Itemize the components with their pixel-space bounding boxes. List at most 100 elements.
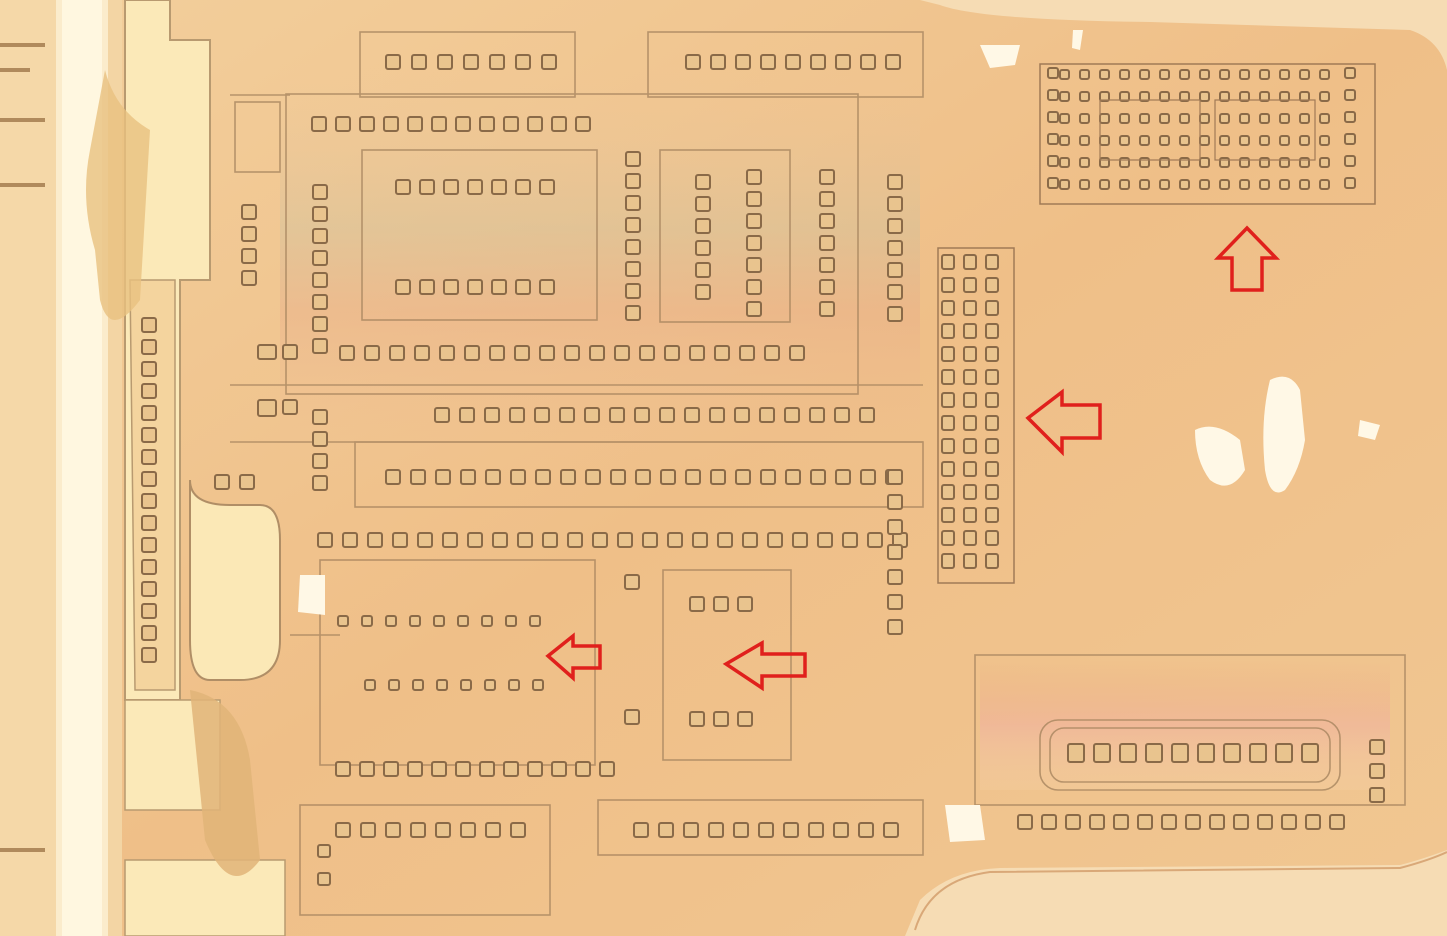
contact-pad: [214, 474, 230, 490]
contact-pad: [1299, 113, 1310, 124]
contact-pad: [1219, 91, 1230, 102]
contact-pad: [312, 453, 328, 469]
contact-pad: [1099, 179, 1110, 190]
contact-pad: [395, 279, 411, 295]
contact-pad: [241, 248, 257, 264]
contact-pad: [312, 184, 328, 200]
contact-pad: [746, 279, 762, 295]
contact-pad: [1319, 113, 1330, 124]
contact-pad: [684, 407, 700, 423]
contact-pad: [1099, 135, 1110, 146]
contact-pad: [239, 474, 255, 490]
contact-pad: [532, 679, 544, 691]
contact-pad: [885, 54, 901, 70]
bright-spots: [298, 30, 1380, 842]
contact-pad: [941, 415, 955, 431]
contact-pad: [1369, 787, 1385, 803]
contact-pad: [489, 54, 505, 70]
left-bus: [0, 0, 286, 936]
contact-pad: [484, 407, 500, 423]
contact-pad: [963, 438, 977, 454]
contact-pad: [505, 615, 517, 627]
contact-pad: [1299, 91, 1310, 102]
contact-pad: [784, 407, 800, 423]
contact-pad: [1065, 814, 1081, 830]
contact-pad: [1199, 113, 1210, 124]
contact-pad: [689, 345, 705, 361]
contact-pad: [985, 392, 999, 408]
contact-pad: [419, 179, 435, 195]
contact-pad: [1199, 135, 1210, 146]
contact-pad: [709, 407, 725, 423]
contact-pad: [1119, 157, 1130, 168]
contact-pads: [141, 54, 1385, 886]
contact-pad: [963, 530, 977, 546]
contact-pad: [963, 300, 977, 316]
contact-pad: [985, 415, 999, 431]
contact-pad: [564, 345, 580, 361]
contact-pad: [1159, 157, 1170, 168]
contact-pad: [141, 339, 157, 355]
contact-pad: [1079, 91, 1090, 102]
contact-pad: [695, 284, 711, 300]
contact-pad: [436, 679, 448, 691]
contact-pad: [312, 431, 328, 447]
contact-pad: [1017, 814, 1033, 830]
contact-pad: [141, 449, 157, 465]
contact-pad: [887, 469, 903, 485]
contact-pad: [860, 469, 876, 485]
contact-pad: [1119, 179, 1130, 190]
contact-pad: [746, 169, 762, 185]
contact-pad: [1239, 69, 1250, 80]
contact-pad: [985, 507, 999, 523]
contact-pad: [985, 438, 999, 454]
contact-pad: [395, 179, 411, 195]
contact-pad: [539, 345, 555, 361]
contact-pad: [1047, 67, 1059, 79]
contact-pad: [887, 196, 903, 212]
contact-pad: [1139, 69, 1150, 80]
contact-pad: [867, 532, 883, 548]
contact-pad: [835, 54, 851, 70]
contact-pad: [660, 469, 676, 485]
contact-pad: [809, 407, 825, 423]
contact-pad: [941, 392, 955, 408]
contact-pad: [985, 300, 999, 316]
contact-pad: [485, 469, 501, 485]
contact-pad: [887, 218, 903, 234]
contact-pad: [535, 469, 551, 485]
contact-pad: [508, 679, 520, 691]
contact-pad: [1369, 739, 1385, 755]
contact-pad: [1047, 133, 1059, 145]
contact-pad: [1059, 91, 1070, 102]
arrow-left-bottom-1-icon: [545, 632, 602, 682]
contact-pad: [941, 300, 955, 316]
contact-pad: [479, 761, 495, 777]
contact-pad: [635, 469, 651, 485]
contact-pad: [335, 822, 351, 838]
contact-pad: [539, 179, 555, 195]
contact-pad: [1159, 179, 1170, 190]
contact-pad: [1344, 133, 1356, 145]
contact-pad: [1239, 135, 1250, 146]
contact-pad: [963, 484, 977, 500]
contact-pad: [141, 317, 157, 333]
contact-pad: [1239, 113, 1250, 124]
contact-pad: [941, 323, 955, 339]
contact-pad: [1223, 743, 1241, 763]
contact-pad: [735, 54, 751, 70]
contact-pad: [692, 532, 708, 548]
contact-pad: [1344, 177, 1356, 189]
contact-pad: [585, 469, 601, 485]
contact-pad: [241, 226, 257, 242]
contact-pad: [1301, 743, 1319, 763]
contact-pad: [708, 822, 724, 838]
contact-pad: [610, 469, 626, 485]
contact-pad: [459, 407, 475, 423]
contact-pad: [810, 469, 826, 485]
contact-pad: [1161, 814, 1177, 830]
contact-pad: [1199, 179, 1210, 190]
contact-pad: [1119, 135, 1130, 146]
logic-block-middle-column: [937, 247, 1015, 584]
